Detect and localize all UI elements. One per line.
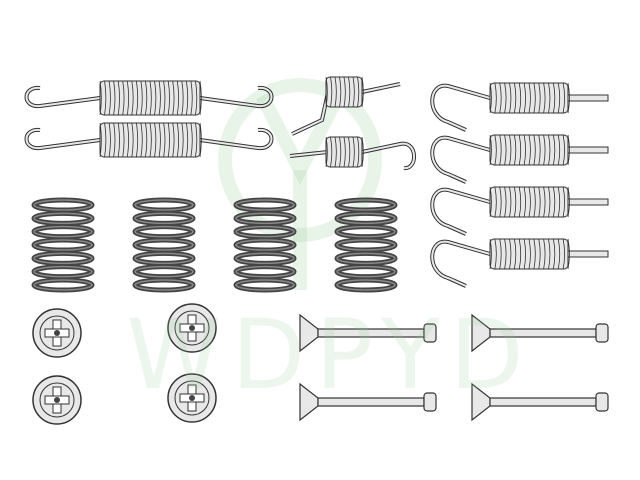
hold-down-pin-4	[471, 382, 609, 422]
hook-spring-1	[430, 82, 609, 132]
small-spring-lever-2	[289, 136, 416, 170]
watermark-logo	[218, 78, 382, 290]
compression-spring-2	[132, 197, 196, 293]
hook-spring-2	[430, 134, 609, 184]
compression-spring-4	[334, 197, 398, 293]
compression-spring-1	[31, 197, 95, 293]
retainer-cap-1	[32, 308, 82, 358]
hook-spring-4	[430, 238, 609, 288]
hook-spring-3	[430, 186, 609, 236]
compression-spring-3	[233, 197, 297, 293]
retainer-cap-2	[167, 303, 217, 353]
hold-down-pin-3	[299, 382, 437, 422]
hold-down-pin-2	[471, 313, 609, 353]
retainer-cap-3	[32, 375, 82, 425]
small-spring-lever-1	[291, 76, 401, 136]
retainer-cap-4	[167, 373, 217, 423]
hold-down-pin-1	[299, 313, 437, 353]
long-spring-1	[24, 80, 274, 116]
long-spring-2	[24, 122, 274, 158]
